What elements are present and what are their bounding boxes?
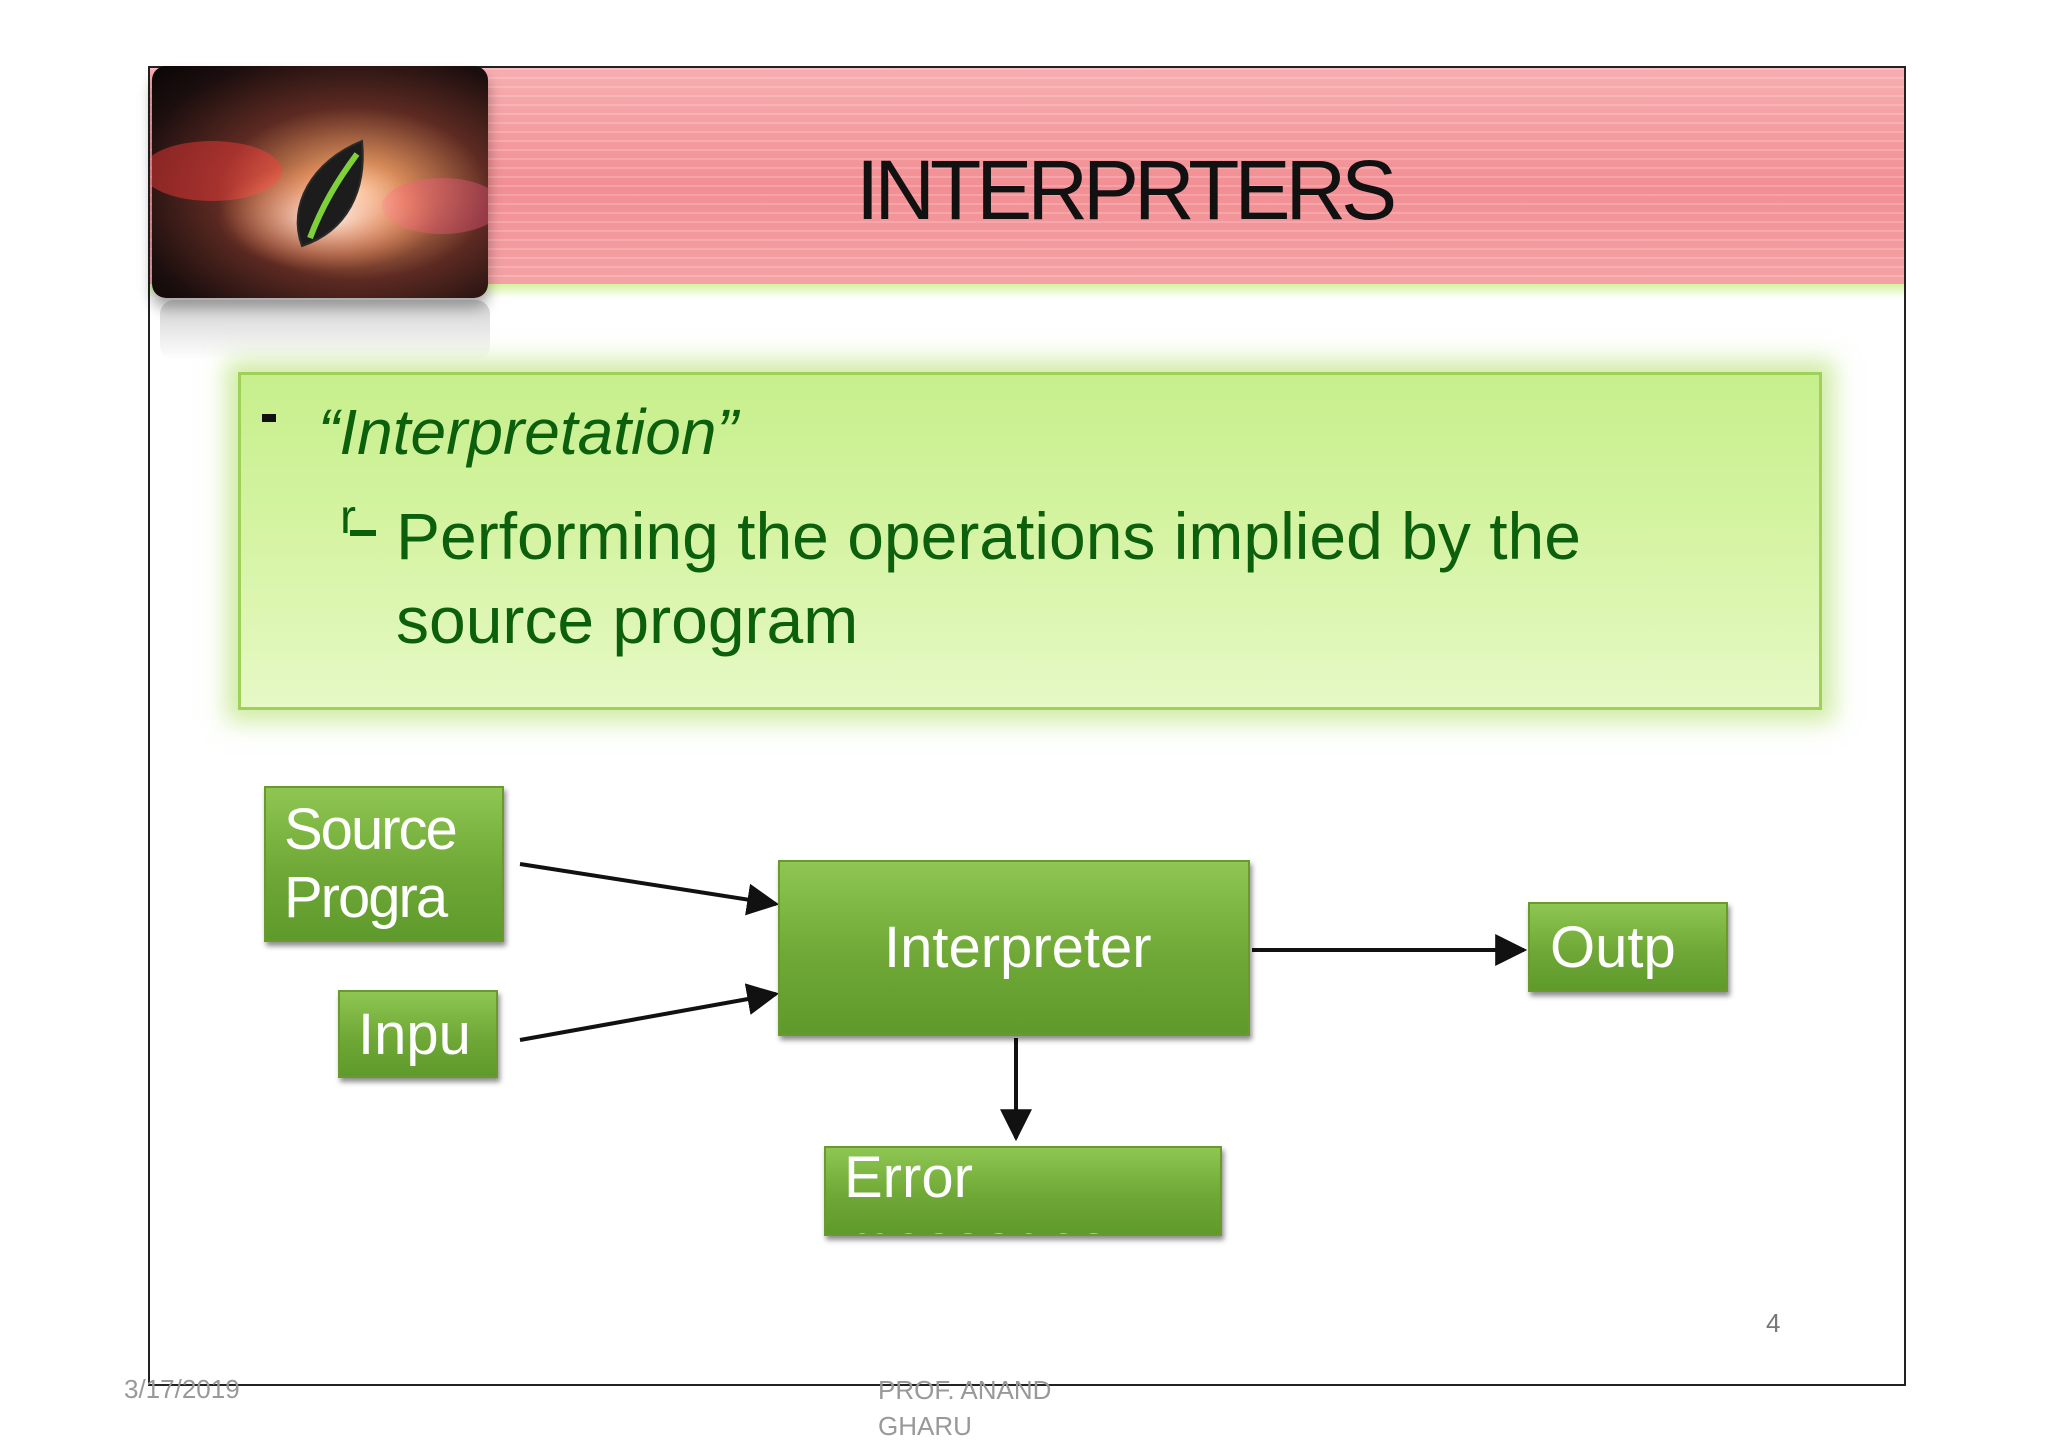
footer-date: 3/17/2019 xyxy=(124,1374,240,1404)
interpreter-label: Interpreter xyxy=(884,915,1152,980)
slide-frame xyxy=(148,66,1906,1386)
input-box: Inpu xyxy=(338,990,498,1078)
output-box: Outp xyxy=(1528,902,1728,992)
slide-title: INTERPRTERS xyxy=(856,143,1397,237)
sub-bullet-dash xyxy=(350,530,376,536)
input-label: Inpu xyxy=(358,1002,471,1067)
definition-description: Performing the operations implied by the… xyxy=(396,499,1581,657)
error-messages-label: Error messages xyxy=(844,1146,1108,1234)
interpreter-box: Interpreter xyxy=(778,860,1250,1036)
leaf-logo-image xyxy=(152,66,488,298)
definition-box xyxy=(238,372,1822,710)
source-program-box: Source Progra xyxy=(264,786,504,942)
page-number: 4 xyxy=(1766,1308,1781,1338)
error-messages-box: Error messages xyxy=(824,1146,1222,1236)
arrow-source-to-interpreter xyxy=(519,862,780,916)
arrow-input-to-interpreter xyxy=(519,983,780,1042)
logo-reflection xyxy=(160,300,490,360)
source-program-label: Source Progra xyxy=(284,797,470,930)
definition-term: “Interpretation” xyxy=(318,396,738,468)
output-label: Outp xyxy=(1550,915,1676,980)
leaf-icon xyxy=(152,139,488,271)
banner-edge xyxy=(150,284,1904,298)
footer-author: PROF. ANAND GHARU xyxy=(878,1375,1052,1441)
bullet-marker xyxy=(262,414,276,422)
